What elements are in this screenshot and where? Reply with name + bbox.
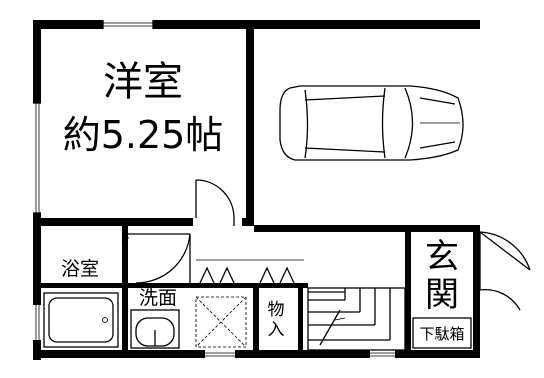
bath-label: 浴室 — [61, 258, 99, 280]
entrance-label-2: 関 — [425, 275, 459, 315]
washroom-label: 洗面 — [139, 287, 177, 309]
entrance-label-1: 玄 — [425, 237, 459, 277]
shoe-box-label: 下駄箱 — [419, 325, 464, 343]
storage-label-2: 入 — [268, 320, 285, 340]
western-room-label: 洋室 — [103, 59, 183, 105]
washbasin-icon — [130, 309, 180, 349]
washer-space — [195, 296, 247, 348]
storage-label-1: 物 — [268, 300, 285, 320]
windows — [33, 20, 395, 358]
shoe-box — [412, 317, 472, 349]
western-room-size-label: 約5.25帖 — [63, 113, 224, 157]
doors — [121, 179, 531, 311]
stairs-icon — [307, 287, 406, 351]
car-icon — [279, 85, 464, 161]
bathtub-icon — [43, 292, 119, 348]
